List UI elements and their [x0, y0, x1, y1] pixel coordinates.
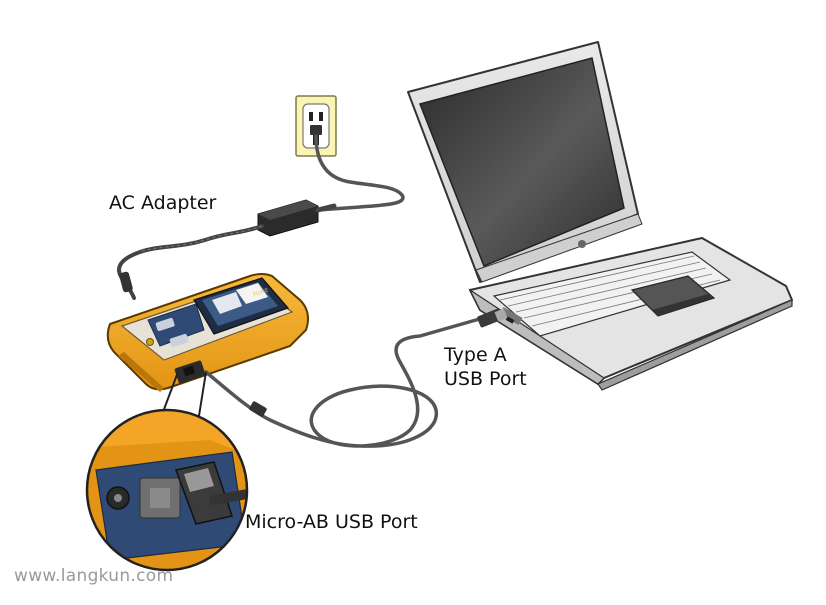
- usb-cable: [204, 314, 492, 448]
- ac-adapter: [257, 199, 337, 237]
- micro-ab-port-detail: [85, 408, 249, 572]
- type-a-label-line1: Type A: [444, 344, 507, 366]
- power-cord: [314, 134, 405, 212]
- usb-a-plug: [477, 308, 508, 328]
- type-a-usb-port-label: Type A USB Port: [444, 343, 527, 391]
- wall-outlet: [295, 95, 337, 157]
- device-brand-tag: FLUKE: [253, 287, 270, 298]
- micro-ab-usb-port-label: Micro-AB USB Port: [245, 511, 418, 533]
- laptop: [407, 41, 793, 391]
- fiber-tester-device: FLUKE: [106, 273, 309, 392]
- ac-adapter-label: AC Adapter: [109, 192, 217, 214]
- type-a-label-line2: USB Port: [444, 368, 527, 390]
- watermark-text: www.langkun.com: [14, 566, 174, 586]
